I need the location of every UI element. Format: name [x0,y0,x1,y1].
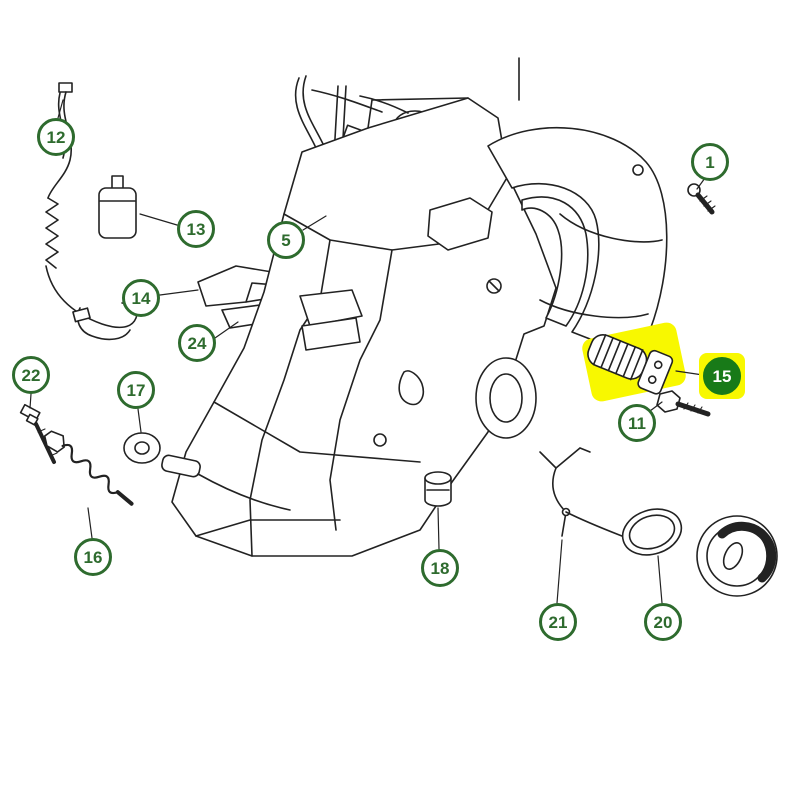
callout-16[interactable]: 16 [74,538,112,576]
callout-20[interactable]: 20 [644,603,682,641]
callout-13[interactable]: 13 [177,210,215,248]
av-buffer-part [587,333,674,395]
callout-15[interactable]: 15 [703,357,741,395]
screw-11-part [656,390,711,417]
screw-1-part [687,183,716,215]
callout-1[interactable]: 1 [691,143,729,181]
callout-12[interactable]: 12 [37,118,75,156]
callout-highlight-halo: 15 [699,353,745,399]
callout-5[interactable]: 5 [267,221,305,259]
rear-handle [487,126,668,351]
fuel-filter [98,175,137,239]
callout-22[interactable]: 22 [12,356,50,394]
elbow-hose [72,307,131,341]
callout-24[interactable]: 24 [178,324,216,362]
lever-part [539,447,633,541]
tank-housing [161,97,557,557]
av-spring-part [43,430,134,506]
callout-17[interactable]: 17 [117,371,155,409]
callout-21[interactable]: 21 [539,603,577,641]
plug-part [424,471,452,507]
fuel-cap-part [621,508,778,597]
buffer-part [123,432,161,464]
callout-18[interactable]: 18 [421,549,459,587]
callout-14[interactable]: 14 [122,279,160,317]
callout-11[interactable]: 11 [618,404,656,442]
leader-lines [29,99,706,604]
